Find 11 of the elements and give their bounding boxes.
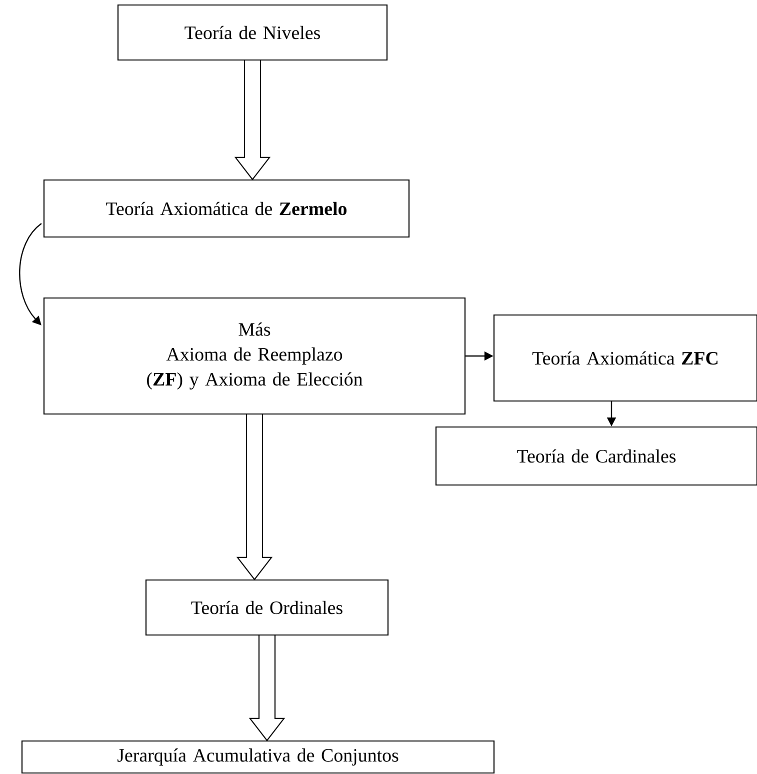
text-box: Teoría Axiomática ZFC	[493, 314, 757, 402]
arrow	[236, 414, 273, 580]
text-box: Más Axioma de Reemplazo (ZF) y Axioma de Elección	[43, 297, 466, 415]
text-box: Teoría Axiomática de Zermelo	[43, 179, 410, 238]
text-box: Jerarquía Acumulativa de Conjuntos	[21, 740, 495, 774]
arrow	[248, 635, 286, 742]
arrow	[234, 60, 271, 180]
text-box: Teoría de Niveles	[117, 4, 388, 61]
text-box: Teoría de Cardinales	[435, 426, 757, 486]
text-box: Teoría de Ordinales	[145, 579, 389, 636]
arrow	[19, 223, 42, 326]
